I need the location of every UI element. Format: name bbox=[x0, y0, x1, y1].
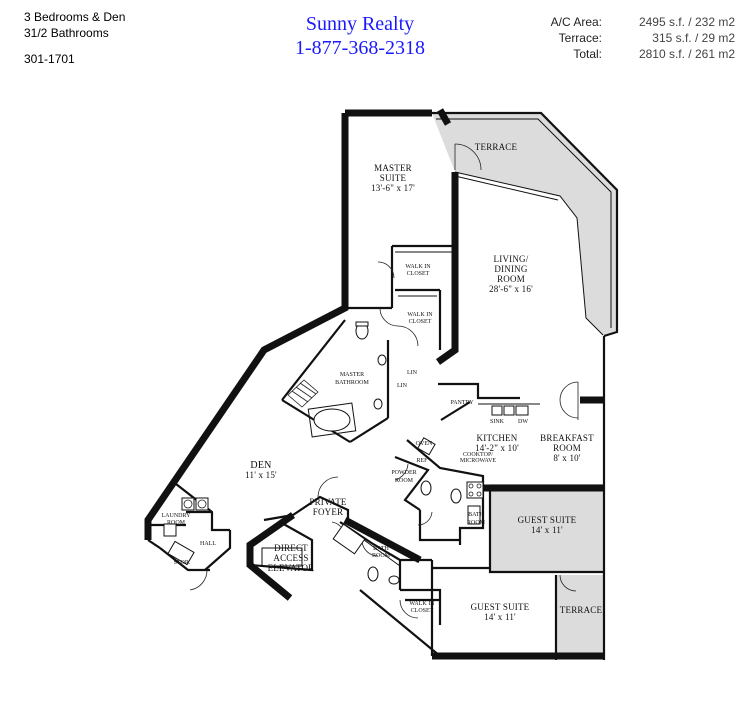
area-value: 315 s.f. / 29 m2 bbox=[652, 31, 735, 45]
walk-in-closet-label: WALK IN bbox=[405, 264, 431, 270]
living-label-3: ROOM bbox=[497, 274, 525, 284]
unit-code: 301-1701 bbox=[24, 52, 75, 66]
terrace-label: TERRACE bbox=[475, 142, 518, 152]
toilet-icon bbox=[367, 566, 379, 582]
bath-room-label-2: ROOM bbox=[467, 520, 486, 526]
bath-room-label: BATH bbox=[373, 546, 389, 552]
laundry-label-2: ROOM bbox=[167, 520, 186, 526]
den-dimensions: 11' x 15' bbox=[245, 470, 277, 480]
toilet-icon bbox=[450, 488, 462, 504]
bathtub-icon bbox=[332, 523, 366, 555]
bedrooms-text: 3 Bedrooms & Den bbox=[24, 10, 126, 24]
bathtub-icon bbox=[313, 408, 351, 432]
guest-suite-label: GUEST SUITE bbox=[518, 515, 577, 525]
kitchen-dimensions: 14'-2" x 10' bbox=[475, 443, 519, 453]
cooktop-icon bbox=[466, 481, 484, 499]
refrigerator-label: REF bbox=[416, 458, 428, 464]
master-suite-dimensions: 13'-6" x 17' bbox=[371, 183, 415, 193]
laundry-label: LAUNDRY bbox=[161, 513, 191, 519]
microwave-label: MICROWAVE bbox=[460, 458, 497, 464]
elevator-label-2: ACCESS bbox=[273, 553, 308, 563]
area-value: 2495 s.f. / 232 m2 bbox=[638, 15, 735, 29]
sink-icon bbox=[377, 354, 387, 366]
breakfast-dimensions: 8' x 10' bbox=[553, 453, 581, 463]
guest-suite-dimensions: 14' x 11' bbox=[484, 612, 516, 622]
room-labels: TERRACE MASTER SUITE 13'-6" x 17' LIVING… bbox=[161, 142, 602, 622]
area-row-ac: A/C Area: 2495 s.f. / 232 m2 bbox=[520, 14, 735, 30]
kitchen-label: KITCHEN bbox=[477, 433, 518, 443]
bathrooms-text: 31/2 Bathrooms bbox=[24, 26, 109, 40]
walk-in-closet-label: WALK IN bbox=[409, 601, 435, 607]
sink-icon bbox=[388, 575, 400, 585]
company-phone[interactable]: 1-877-368-2318 bbox=[295, 37, 425, 59]
walk-in-closet-label-2: CLOSET bbox=[407, 271, 430, 277]
private-foyer-label: PRIVATE bbox=[309, 497, 347, 507]
guest-suite-label: GUEST SUITE bbox=[471, 602, 530, 612]
oven-label: OVEN bbox=[416, 441, 433, 447]
area-label: Total: bbox=[573, 47, 602, 61]
fixtures bbox=[163, 321, 529, 585]
linen-label: LIN bbox=[407, 370, 418, 376]
area-label: A/C Area: bbox=[550, 15, 602, 29]
cooktop-label: COOKTOP/ bbox=[463, 452, 493, 458]
bath-room-label-2: ROOM bbox=[372, 553, 391, 559]
master-suite-label-2: SUITE bbox=[380, 173, 407, 183]
company-header: Sunny Realty 1-877-368-2318 bbox=[250, 12, 470, 60]
private-foyer-label-2: FOYER bbox=[313, 507, 344, 517]
master-bath-label: MASTER bbox=[340, 372, 364, 378]
area-label: Terrace: bbox=[558, 31, 602, 45]
pantry-label: PANTRY bbox=[450, 400, 474, 406]
toilet-icon bbox=[420, 480, 432, 496]
area-value: 2810 s.f. / 261 m2 bbox=[638, 47, 735, 61]
walk-in-closet-label-2: CLOSET bbox=[409, 319, 432, 325]
guest-suite-dimensions: 14' x 11' bbox=[531, 525, 563, 535]
master-bath-label-2: BATHROOM bbox=[335, 380, 369, 386]
area-row-total: Total: 2810 s.f. / 261 m2 bbox=[520, 46, 735, 62]
company-name: Sunny Realty bbox=[305, 13, 415, 35]
unit-summary: 3 Bedrooms & Den 31/2 Bathrooms 301-1701 bbox=[24, 9, 125, 67]
walk-in-closet-label-2: CLOSET bbox=[411, 608, 434, 614]
sink-label: SINK bbox=[490, 419, 505, 425]
shaded-areas bbox=[432, 113, 617, 659]
door-swings bbox=[189, 143, 579, 619]
powder-room-label-2: ROOM bbox=[395, 478, 414, 484]
terrace-railing bbox=[432, 111, 619, 338]
area-table: A/C Area: 2495 s.f. / 232 m2 Terrace: 31… bbox=[520, 14, 735, 62]
linen-label: LIN bbox=[397, 383, 408, 389]
living-label: LIVING/ bbox=[494, 254, 529, 264]
dishwasher-label: DW bbox=[518, 419, 528, 425]
kitchen-sink-icon bbox=[491, 405, 503, 416]
walk-in-closet-label: WALK IN bbox=[407, 312, 433, 318]
hall-label: HALL bbox=[200, 541, 216, 547]
master-suite-label: MASTER bbox=[374, 163, 412, 173]
bath-room-label: BATH bbox=[468, 512, 484, 518]
elevator-label-3: ELEVATOR bbox=[268, 563, 315, 573]
powder-room-label: POWDER bbox=[391, 470, 416, 476]
breakfast-label: BREAKFAST bbox=[540, 433, 594, 443]
terrace-label: TERRACE bbox=[560, 605, 603, 615]
sink-icon bbox=[373, 398, 383, 410]
breakfast-label-2: ROOM bbox=[553, 443, 581, 453]
living-label-2: DINING bbox=[494, 264, 527, 274]
storage-label: STOR. bbox=[174, 560, 191, 566]
den-label: DEN bbox=[250, 460, 271, 471]
elevator-label: DIRECT bbox=[274, 543, 308, 553]
area-row-terrace: Terrace: 315 s.f. / 29 m2 bbox=[520, 30, 735, 46]
living-dimensions: 28'-6" x 16' bbox=[489, 284, 533, 294]
